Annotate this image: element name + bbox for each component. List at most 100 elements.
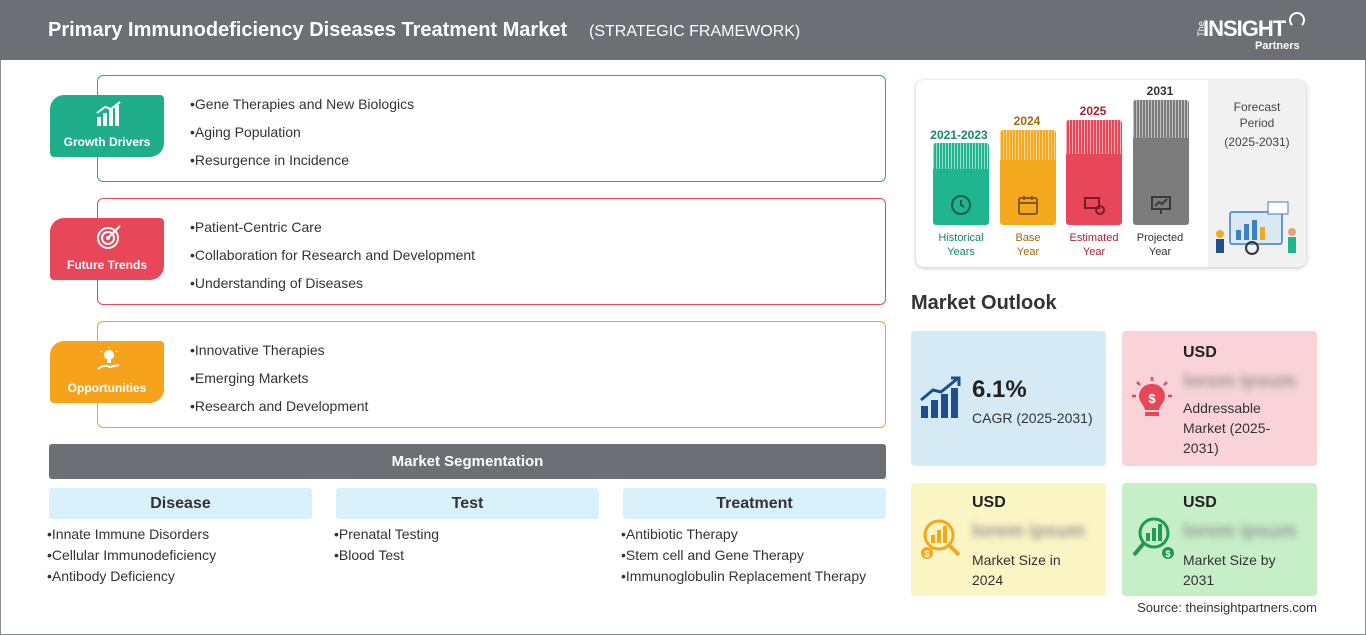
label-base-line1: Base (1015, 232, 1041, 244)
opportunities-card: Innovative Therapies Emerging Markets Re… (97, 321, 886, 428)
list-item: Innovative Therapies (190, 340, 368, 368)
forecast-range: (2025-2031) (1224, 135, 1290, 149)
year-historical: 2021-2023 (930, 128, 988, 142)
analytics-gear-icon (1084, 197, 1105, 215)
growth-drivers-card: Gene Therapies and New Biologics Aging P… (97, 75, 886, 182)
size-2031-label-line1: Market Size by (1183, 552, 1276, 568)
svg-text:$: $ (1165, 549, 1170, 559)
segment-list-treatment: Antibiotic Therapy Stem cell and Gene Th… (621, 525, 866, 588)
list-item: Stem cell and Gene Therapy (621, 546, 866, 567)
addressable-label-line3: 2031) (1183, 440, 1219, 456)
cagr-tile: 6.1% CAGR (2025-2031) (911, 331, 1106, 466)
segment-heading-test: Test (336, 488, 599, 519)
history-clock-icon (951, 195, 971, 215)
list-item: Antibiotic Therapy (621, 525, 866, 546)
bar-chart-growth-icon (96, 101, 121, 126)
label-projected-line1: Projected (1136, 232, 1184, 244)
growth-drivers-badge: Growth Drivers (50, 95, 164, 157)
magnifier-chart-icon: $ (921, 519, 961, 559)
future-trends-label: Future Trends (66, 258, 147, 272)
year-projected: 2031 (1146, 84, 1174, 98)
list-item: Antibody Deficiency (47, 567, 216, 588)
segment-list-test: Prenatal Testing Blood Test (334, 525, 439, 567)
lightbulb-hand-icon (97, 347, 120, 370)
size-2031-currency: USD (1183, 494, 1217, 511)
logo-partners: Partners (1255, 40, 1300, 52)
list-item: Resurgence in Incidence (190, 150, 414, 178)
addressable-currency: USD (1183, 344, 1217, 361)
segment-heading-disease: Disease (49, 488, 312, 519)
addressable-label-line2: Market (2025- (1183, 420, 1271, 436)
forecast-period-label: Forecast Period (2025-2031) (1214, 99, 1300, 153)
label-estimated-line2: Year (1082, 246, 1106, 258)
market-size-2031-tile: $ USD lorem ipsum Market Size by 2031 (1122, 483, 1317, 596)
forecast-label-line2: Period (1239, 116, 1275, 130)
analysts-dashboard-illustration (1216, 201, 1296, 255)
label-base: Base Year (993, 231, 1063, 259)
size-2024-label-line2: 2024 (972, 572, 1004, 588)
label-historical-line2: Years (947, 246, 975, 258)
addressable-value-blurred: lorem ipsum (1183, 371, 1296, 392)
market-outlook-title: Market Outlook (911, 292, 1057, 314)
calendar-icon (1018, 196, 1038, 215)
target-icon (97, 225, 121, 249)
growth-drivers-list: Gene Therapies and New Biologics Aging P… (190, 94, 414, 178)
page-subtitle: (STRATEGIC FRAMEWORK) (589, 23, 801, 40)
logo-insight: INSIGHT (1203, 16, 1286, 41)
list-item: Aging Population (190, 122, 414, 150)
size-2024-currency: USD (972, 494, 1006, 511)
addressable-label-line1: Addressable (1183, 400, 1261, 416)
forecast-label-line1: Forecast (1233, 100, 1281, 114)
future-trends-badge: Future Trends (50, 218, 164, 280)
opportunities-badge: Opportunities (50, 341, 164, 403)
list-item: Innate Immune Disorders (47, 525, 216, 546)
addressable-market-tile: $ USD lorem ipsum Addressable Market (20… (1122, 331, 1317, 466)
source-credit: Source: theinsightpartners.com (1137, 600, 1317, 615)
size-2031-value-blurred: lorem ipsum (1183, 521, 1296, 542)
growth-drivers-label: Growth Drivers (63, 135, 151, 149)
size-2024-value-blurred: lorem ipsum (972, 521, 1085, 542)
insight-partners-logo[interactable]: The INSIGHT Partners (1193, 10, 1313, 54)
year-estimated: 2025 (1079, 104, 1107, 118)
bar-base (1000, 130, 1056, 225)
list-item: Understanding of Diseases (190, 273, 475, 301)
bar-projected (1133, 100, 1189, 225)
growth-chart-icon (920, 376, 961, 418)
label-projected-line2: Year (1148, 246, 1172, 258)
future-trends-list: Patient-Centric Care Collaboration for R… (190, 217, 475, 301)
addressable-label: Addressable Market (2025- 2031) (1183, 398, 1270, 458)
list-item: Blood Test (334, 546, 439, 567)
dollar-bulb-icon: $ (1132, 377, 1172, 416)
opportunities-label: Opportunities (67, 381, 147, 395)
list-item: Collaboration for Research and Developme… (190, 245, 475, 273)
size-2031-label: Market Size by 2031 (1183, 550, 1276, 590)
label-projected: Projected Year (1125, 231, 1195, 259)
bar-estimated (1066, 120, 1122, 225)
size-2031-label-line2: 2031 (1183, 572, 1215, 588)
future-trends-card: Patient-Centric Care Collaboration for R… (97, 198, 886, 305)
label-base-line2: Year (1016, 246, 1040, 258)
market-size-2024-tile: $ USD lorem ipsum Market Size in 2024 (911, 483, 1106, 596)
year-base: 2024 (1013, 114, 1041, 128)
list-item: Prenatal Testing (334, 525, 439, 546)
header-bar: Primary Immunodeficiency Diseases Treatm… (0, 0, 1366, 60)
list-item: Gene Therapies and New Biologics (190, 94, 414, 122)
svg-text:$: $ (1148, 391, 1156, 406)
list-item: Patient-Centric Care (190, 217, 475, 245)
presentation-chart-icon (1151, 196, 1171, 214)
opportunities-list: Innovative Therapies Emerging Markets Re… (190, 340, 369, 424)
list-item: Emerging Markets (190, 368, 368, 396)
list-item: Immunoglobulin Replacement Therapy (621, 567, 866, 588)
cagr-label: CAGR (2025-2031) (972, 410, 1093, 426)
market-segmentation-title: Market Segmentation (49, 444, 886, 479)
size-2024-label-line1: Market Size in (972, 552, 1061, 568)
forecast-timeline-card: 2021-2023 Historical Years 2024 Base Yea… (916, 80, 1306, 267)
list-item: Research and Development (190, 396, 369, 424)
magnifier-growth-icon: $ (1132, 517, 1174, 559)
segment-heading-treatment: Treatment (623, 488, 886, 519)
bar-historical (933, 143, 989, 225)
label-estimated: Estimated Year (1059, 231, 1129, 259)
label-historical: Historical Years (926, 231, 996, 259)
page-title: Primary Immunodeficiency Diseases Treatm… (48, 19, 568, 41)
list-item: Cellular Immunodeficiency (47, 546, 216, 567)
